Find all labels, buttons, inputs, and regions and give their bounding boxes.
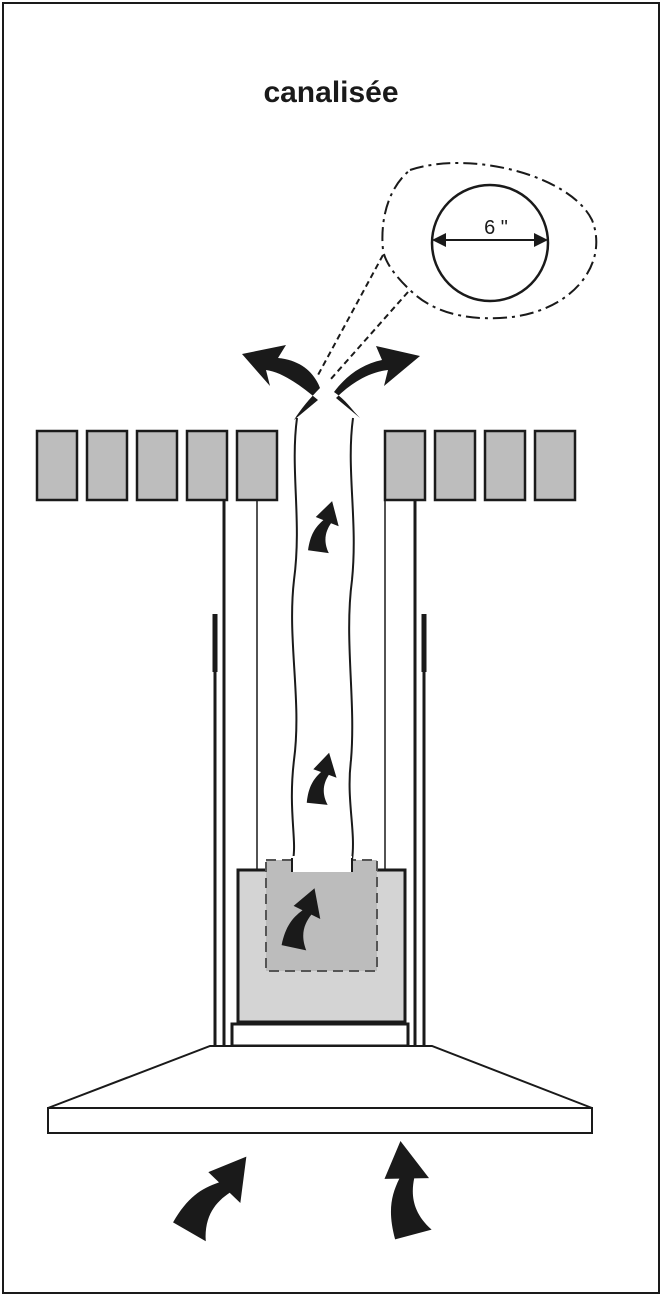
motor-housing <box>230 856 410 1048</box>
arrowhead-right-icon <box>534 233 548 247</box>
hood-collar <box>230 1022 410 1048</box>
arrowhead-left-icon <box>432 233 446 247</box>
ceiling-tile <box>85 429 129 502</box>
chimney-cover <box>212 500 427 1046</box>
duct-section-circle <box>430 183 550 303</box>
ceiling-tile <box>235 429 279 502</box>
exhaust-arrow-right-icon <box>334 346 420 418</box>
exhaust-arrows <box>242 345 420 420</box>
intake-arrow-icon <box>370 1136 443 1240</box>
filter-outline <box>265 859 378 972</box>
ceiling-tile <box>483 429 527 502</box>
exhaust-arrow-left-icon <box>242 345 320 420</box>
ceiling-tile <box>35 429 79 502</box>
diagram-title: canalisée <box>263 76 399 109</box>
ceiling-tile <box>383 429 427 502</box>
intake-arrow-icon <box>173 1141 262 1247</box>
ceiling-tile <box>135 429 179 502</box>
hood-canopy <box>47 1045 593 1134</box>
ceiling-tile <box>185 429 229 502</box>
ceiling-tile <box>533 429 577 502</box>
duct-diameter-label: 6 " <box>484 217 508 239</box>
duct-diameter-callout <box>317 162 598 381</box>
ceiling-tile <box>433 429 477 502</box>
